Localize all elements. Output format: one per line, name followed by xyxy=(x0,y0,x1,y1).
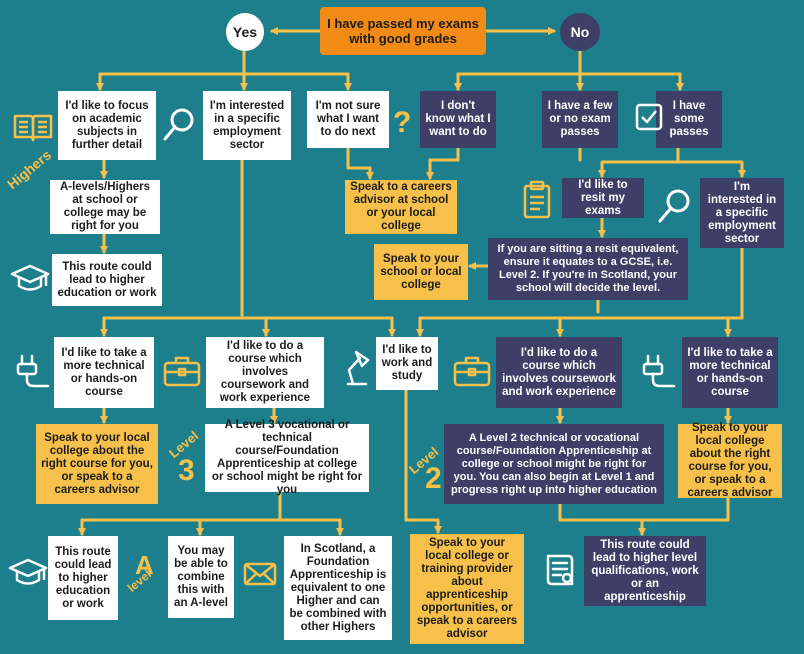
graduation-cap-icon xyxy=(10,264,50,291)
alevel-label-a: A xyxy=(135,550,154,580)
level2-label-num: 2 xyxy=(425,462,442,495)
start-box: I have passed my exams with good grades xyxy=(320,7,486,55)
question-icon: ? xyxy=(393,106,411,138)
few-passes-box: I have a few or no exam passes xyxy=(542,91,618,148)
clipboard-icon xyxy=(523,180,551,219)
l2-coursework-box: I'd like to do a course which involves c… xyxy=(496,337,622,408)
school-college-box: Speak to your school or local college xyxy=(374,244,468,300)
alevels-box: A-levels/Highers at school or college ma… xyxy=(50,180,160,234)
combine-alevel-box: You may be able to combine this with an … xyxy=(168,536,234,618)
careers-advisor-box: Speak to a careers advisor at school or … xyxy=(345,180,457,234)
scotland-box: In Scotland, a Foundation Apprenticeship… xyxy=(284,536,392,640)
some-passes-box: I have some passes xyxy=(656,91,722,148)
plug-icon xyxy=(16,354,50,388)
checkbox-icon xyxy=(635,103,663,131)
work-study-box: I'd like to work and study xyxy=(376,337,438,390)
yes-label: Yes xyxy=(226,13,264,51)
level3-label-num: 3 xyxy=(178,454,195,487)
l2-higher-level-box: This route could lead to higher level qu… xyxy=(584,536,706,606)
training-provider-box: Speak to your local college or training … xyxy=(410,534,524,644)
dont-know-box: I don't know what I want to do xyxy=(420,91,496,148)
l3-vocational-box: A Level 3 vocational or technical course… xyxy=(205,419,369,496)
plug-icon-2 xyxy=(642,354,676,388)
higher-education-box: This route could lead to higher educatio… xyxy=(52,254,162,306)
l2-apprenticeship-box: A Level 2 technical or vocational course… xyxy=(444,424,664,504)
l3-higher-ed-box: This route could lead to higher educatio… xyxy=(48,536,118,620)
envelope-icon xyxy=(243,562,277,586)
l3-speak-college-box: Speak to your local college about the ri… xyxy=(36,424,158,504)
graduation-cap-icon-2 xyxy=(8,558,48,585)
l2-speak-college-box: Speak to your local college about the ri… xyxy=(678,422,782,499)
magnifier-icon xyxy=(163,108,194,141)
svg-text:?: ? xyxy=(393,106,411,138)
book-icon xyxy=(13,114,53,142)
resit-info-box: If you are sitting a resit equivalent, e… xyxy=(488,238,688,300)
no-employment-sector-box: I'm interested in a specific employment … xyxy=(700,178,784,248)
certificate-icon xyxy=(546,554,574,586)
academic-box: I'd like to focus on academic subjects i… xyxy=(58,91,156,160)
l3-technical-box: I'd like to take a more technical or han… xyxy=(54,337,154,408)
toolbox-icon-2 xyxy=(453,356,491,387)
not-sure-box: I'm not sure what I want to do next xyxy=(307,91,389,148)
l2-technical-box: I'd like to take a more technical or han… xyxy=(682,337,778,408)
employment-sector-box: I'm interested in a specific employment … xyxy=(203,91,291,160)
l3-coursework-box: I'd like to do a course which involves c… xyxy=(206,337,324,408)
desk-lamp-icon xyxy=(346,350,370,386)
resit-box: I'd like to resit my exams xyxy=(562,178,644,218)
no-label: No xyxy=(560,13,600,51)
toolbox-icon xyxy=(163,356,201,387)
magnifier-icon-2 xyxy=(658,189,690,223)
